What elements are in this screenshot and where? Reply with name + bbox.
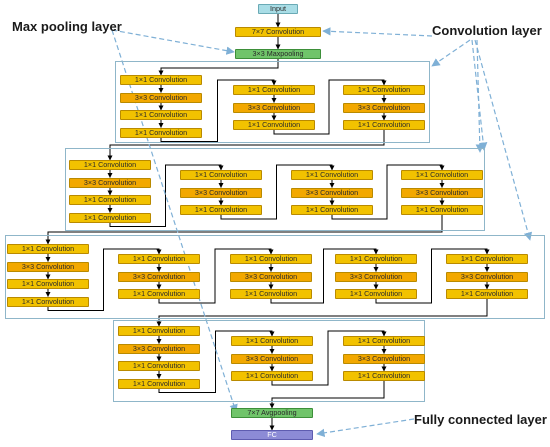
stage-2-block-2-layer-3: 1×1 Convolution xyxy=(180,205,262,215)
stage-4-block-2-layer-1: 1×1 Convolution xyxy=(231,336,313,346)
stage-3-block-5-layer-2: 3×3 Convolution xyxy=(446,271,528,282)
block-arrow xyxy=(109,164,224,227)
stage-3-block-3-layer-1: 1×1 Convolution xyxy=(230,254,312,264)
block-arrow xyxy=(160,79,277,142)
stage-2-block-1-layer-2: 3×3 Convolution xyxy=(69,177,151,188)
annotation-arrow xyxy=(475,39,484,153)
stage-2-block-3-layer-1: 1×1 Convolution xyxy=(291,170,373,180)
stage-2-block-4-layer-1: 1×1 Convolution xyxy=(401,170,483,180)
stage-2-block-1-layer-1: 1×1 Convolution xyxy=(69,160,151,170)
stage-3-block-3-layer-2: 3×3 Convolution xyxy=(230,271,312,282)
stage-bridge-arrow xyxy=(45,215,443,245)
stage-3-block-2-layer-2: 3×3 Convolution xyxy=(118,271,200,282)
stage-3-block-4-layer-1: 1×1 Convolution xyxy=(335,254,417,264)
stage-4-block-1-layer-1: 1×1 Convolution xyxy=(118,326,200,336)
stage-1-block-3-layer-2: 3×3 Convolution xyxy=(343,102,425,113)
stage-1-block-1-layer-2: 3×3 Convolution xyxy=(120,92,202,103)
block-arrow xyxy=(158,330,275,393)
stage-4-block-3-layer-1: 1×1 Convolution xyxy=(343,336,425,346)
stage-3-block-5-layer-1: 1×1 Convolution xyxy=(446,254,528,264)
stage-3-block-1-layer-1: 1×1 Convolution xyxy=(7,244,89,254)
avgpool-node: 7×7 Avgpooling xyxy=(231,408,313,418)
block-arrow xyxy=(271,330,387,386)
stage-3-block-3-layer-3: 1×1 Convolution xyxy=(230,289,312,299)
stage-2-block-3-layer-2: 3×3 Convolution xyxy=(291,187,373,198)
stage-4-block-1-layer-4: 1×1 Convolution xyxy=(118,378,200,389)
block-arrow xyxy=(47,248,162,311)
max-pooling-label: Max pooling layer xyxy=(12,19,122,34)
annotation-arrow xyxy=(474,39,533,241)
stage-1-block-1-layer-4: 1×1 Convolution xyxy=(120,127,202,138)
annotation-arrow xyxy=(471,39,488,151)
stage-3-block-4-layer-2: 3×3 Convolution xyxy=(335,271,417,282)
stage-3-block-1-layer-4: 1×1 Convolution xyxy=(7,296,89,307)
convolution-label: Convolution layer xyxy=(432,23,542,38)
stage-2-block-1-layer-4: 1×1 Convolution xyxy=(69,212,151,223)
conv7-node: 7×7 Convolution xyxy=(235,27,321,37)
annotation-arrow xyxy=(111,29,235,55)
annotation-arrow xyxy=(431,39,471,67)
stage-2-block-3-layer-3: 1×1 Convolution xyxy=(291,205,373,215)
stage-4-block-2-layer-3: 1×1 Convolution xyxy=(231,371,313,381)
stage-4-block-3-layer-2: 3×3 Convolution xyxy=(343,353,425,364)
stage-2-block-2-layer-2: 3×3 Convolution xyxy=(180,187,262,198)
stage-1-block-1-layer-1: 1×1 Convolution xyxy=(120,75,202,85)
annotation-arrow xyxy=(322,27,433,37)
block-arrow xyxy=(331,164,445,220)
stage-4-block-1-layer-3: 1×1 Convolution xyxy=(118,361,200,371)
fully-connected-label: Fully connected layer xyxy=(414,412,547,427)
stage-3-box xyxy=(5,235,545,319)
fc-node: FC xyxy=(231,430,313,440)
stage-4-block-1-layer-2: 3×3 Convolution xyxy=(118,343,200,354)
stage-1-block-1-layer-3: 1×1 Convolution xyxy=(120,110,202,120)
maxpool-node: 3×3 Maxpooling xyxy=(235,49,321,59)
stage-1-block-3-layer-3: 1×1 Convolution xyxy=(343,120,425,130)
stage-1-block-2-layer-1: 1×1 Convolution xyxy=(233,85,315,95)
stem-arrow xyxy=(158,59,279,76)
stage-1-box xyxy=(115,61,430,143)
block-arrow xyxy=(375,248,490,304)
block-arrow xyxy=(220,164,335,220)
stem-arrow xyxy=(269,381,385,409)
stage-bridge-arrow xyxy=(156,299,488,327)
stage-bridge-arrow xyxy=(107,130,385,161)
stage-4-block-3-layer-3: 1×1 Convolution xyxy=(343,371,425,381)
stage-3-block-5-layer-3: 1×1 Convolution xyxy=(446,289,528,299)
stage-1-block-2-layer-3: 1×1 Convolution xyxy=(233,120,315,130)
stage-3-block-2-layer-3: 1×1 Convolution xyxy=(118,289,200,299)
annotation-arrow xyxy=(316,418,415,437)
stage-1-block-2-layer-2: 3×3 Convolution xyxy=(233,102,315,113)
stage-1-block-3-layer-1: 1×1 Convolution xyxy=(343,85,425,95)
stage-2-block-1-layer-3: 1×1 Convolution xyxy=(69,195,151,205)
block-arrow xyxy=(158,248,274,304)
block-arrow xyxy=(273,79,387,135)
stage-3-block-1-layer-3: 1×1 Convolution xyxy=(7,279,89,289)
stage-3-block-4-layer-3: 1×1 Convolution xyxy=(335,289,417,299)
input-node: Input xyxy=(258,4,298,14)
stage-2-box xyxy=(65,148,485,231)
stage-3-block-2-layer-1: 1×1 Convolution xyxy=(118,254,200,264)
stage-2-block-4-layer-3: 1×1 Convolution xyxy=(401,205,483,215)
stage-3-block-1-layer-2: 3×3 Convolution xyxy=(7,261,89,272)
stage-2-block-2-layer-1: 1×1 Convolution xyxy=(180,170,262,180)
stage-4-block-2-layer-2: 3×3 Convolution xyxy=(231,353,313,364)
block-arrow xyxy=(270,248,379,304)
stage-2-block-4-layer-2: 3×3 Convolution xyxy=(401,187,483,198)
